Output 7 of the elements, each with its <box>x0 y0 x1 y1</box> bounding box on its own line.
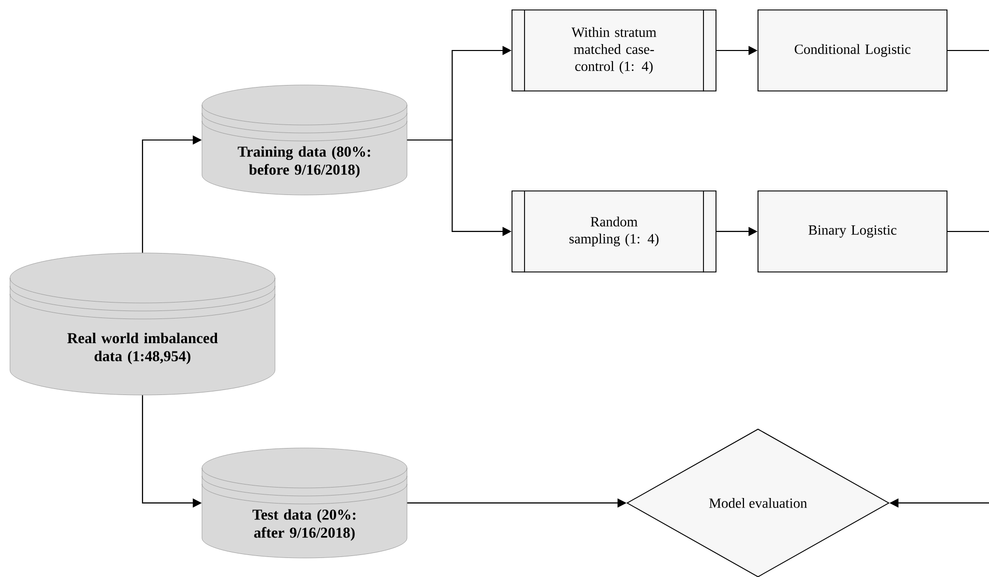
database-cylinder: Test data (20%: after 9/16/2018) <box>202 448 408 558</box>
database-cylinder: Training data (80%: before 9/16/2018) <box>202 84 408 196</box>
database-cylinder: Real world imbalanced data (1:48,954) <box>10 252 276 396</box>
process-box: Conditional Logistic <box>758 10 948 92</box>
process-box: Binary Logistic <box>758 190 948 272</box>
subprocess-box: Random sampling (1: 4) <box>512 190 716 273</box>
subprocess-box: Within stratum matched case-control (1: 4) <box>512 9 716 92</box>
